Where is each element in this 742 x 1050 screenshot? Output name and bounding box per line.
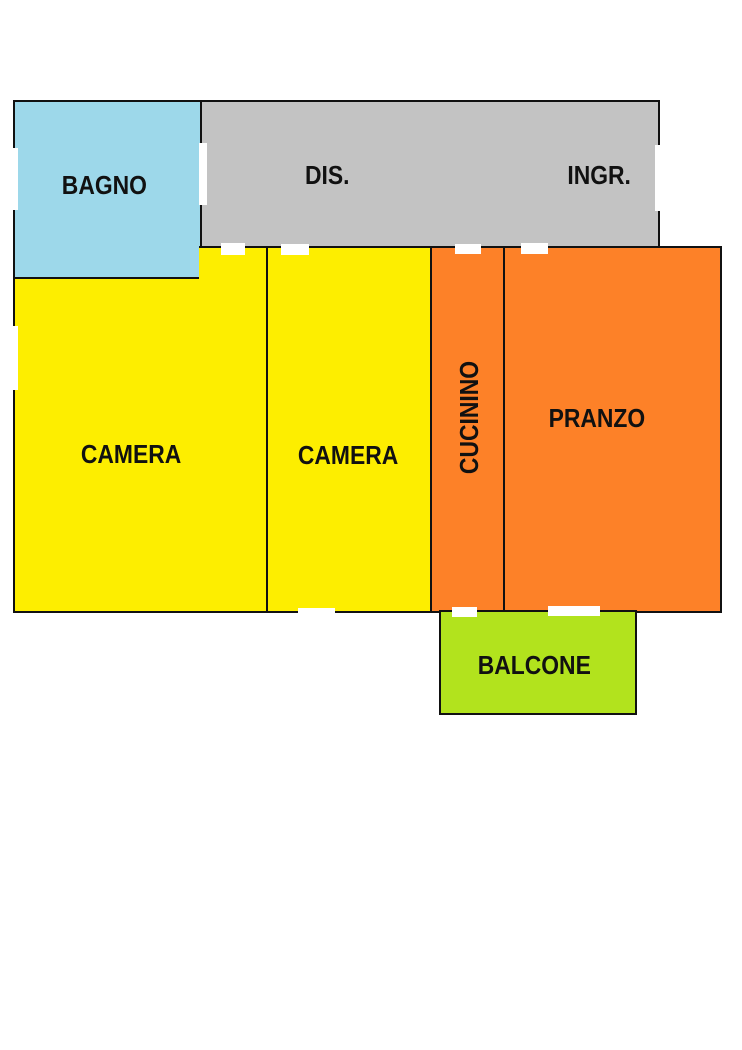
label-dis: DIS. [305, 160, 350, 190]
label-camera-1: CAMERA [80, 439, 182, 469]
room-pranzo [503, 246, 722, 613]
room-balcone [439, 610, 637, 715]
label-camera-2: CAMERA [297, 440, 399, 470]
label-bagno: BAGNO [61, 170, 147, 200]
label-balcone: BALCONE [477, 650, 591, 680]
label-ingr: INGR. [567, 160, 631, 190]
door-camera2 [281, 244, 309, 255]
door-pranzo [521, 243, 548, 254]
label-cucinino: CUCININO [453, 360, 484, 475]
room-disimpegno-ingresso [199, 100, 660, 249]
room-camera-2 [266, 246, 433, 613]
room-bagno [13, 100, 202, 280]
entrance-door [655, 145, 663, 211]
window-camera1-left [12, 326, 18, 390]
window-camera2-bottom [298, 608, 335, 613]
room-camera-1 [13, 277, 269, 613]
window-bagno-left [12, 148, 18, 210]
door-bagno-dis [199, 143, 207, 205]
door-cucinino-balcone [452, 607, 477, 617]
door-cucinino [455, 244, 481, 254]
door-pranzo-balcone [548, 606, 600, 616]
door-camera1 [221, 243, 245, 255]
label-pranzo: PRANZO [548, 403, 646, 433]
